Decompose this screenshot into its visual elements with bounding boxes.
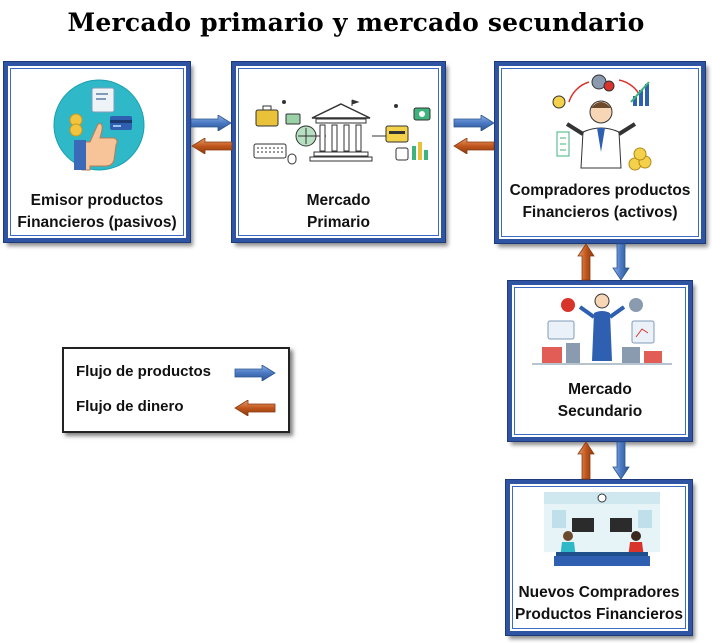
product-flow-arrow-emisor-to-primario [190, 115, 232, 131]
box-emisor: Emisor productos Financieros (pasivos) [4, 62, 190, 242]
legend-product-arrow [234, 365, 276, 381]
box-nuevos-line2: Productos Financieros [515, 606, 683, 623]
box-nuevos-compradores: Nuevos Compradores Productos Financieros [506, 480, 692, 635]
legend-money-arrow [234, 400, 276, 416]
box-primario-line2: Primario [307, 214, 370, 231]
box-mercado-secundario: Mercado Secundario [508, 281, 692, 441]
product-flow-arrow-primario-to-compradores [453, 115, 495, 131]
box-compradores-line1: Compradores productos [509, 182, 691, 199]
legend-productos-label: Flujo de productos [76, 363, 211, 380]
box-emisor-line2: Financieros (pasivos) [17, 214, 177, 231]
money-flow-arrow-nuevos-to-secundario [577, 441, 595, 480]
legend: Flujo de productos Flujo de dinero [62, 347, 290, 433]
box-secundario-line2: Secundario [557, 403, 643, 420]
box-compradores-line2: Financieros (activos) [522, 204, 678, 221]
money-flow-arrow-compradores-to-primario [453, 138, 495, 154]
product-flow-arrow-compradores-to-secundario [612, 243, 630, 281]
box-nuevos-line1: Nuevos Compradores [518, 584, 680, 601]
legend-dinero-label: Flujo de dinero [76, 398, 184, 415]
money-flow-arrow-primario-to-emisor [191, 138, 233, 154]
diagram-title: Mercado primario y mercado secundario [67, 8, 645, 37]
box-compradores: Compradores productos Financieros (activ… [495, 62, 705, 243]
office-workers-icon [544, 492, 660, 566]
thumbs-up-finance-icon [53, 79, 145, 171]
product-flow-arrow-secundario-to-nuevos [612, 441, 630, 480]
box-secundario-line1: Mercado [568, 381, 632, 398]
money-flow-arrow-secundario-to-compradores [577, 243, 595, 281]
financial-advisor-icon [532, 293, 672, 365]
businessman-investor-icon [552, 74, 652, 171]
box-primario-line1: Mercado [306, 192, 371, 209]
bank-building-icon [253, 99, 431, 165]
box-mercado-primario: Mercado Primario [232, 62, 445, 242]
box-emisor-line1: Emisor productos [30, 192, 164, 209]
